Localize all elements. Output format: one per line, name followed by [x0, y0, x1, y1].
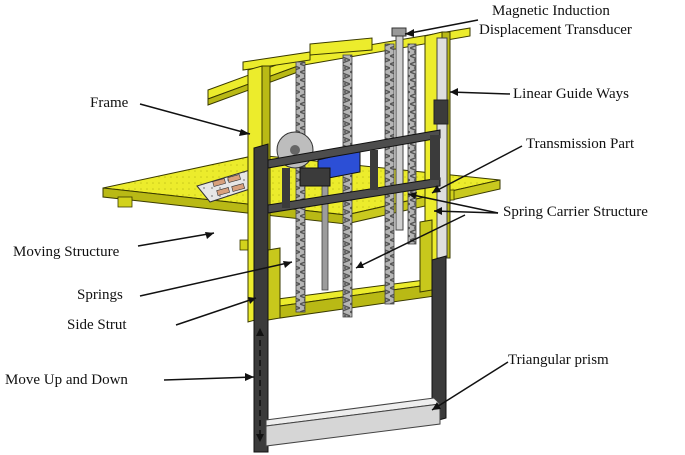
side-strut — [253, 143, 447, 453]
leader-frame — [139, 103, 251, 135]
displacement-transducer — [391, 27, 407, 231]
leader-springs-b — [355, 214, 466, 269]
triangular-prism — [265, 397, 442, 447]
label-moving-structure: Moving Structure — [13, 244, 120, 260]
label-displacement-transducer: Displacement Transducer — [479, 22, 632, 38]
leader-moving-structure — [137, 232, 215, 247]
label-move-up-and-down: Move Up and Down — [5, 372, 128, 388]
leader-arrowheads — [205, 29, 458, 410]
label-side-strut: Side Strut — [67, 317, 127, 333]
label-springs: Springs — [77, 287, 123, 303]
label-frame: Frame — [90, 95, 129, 111]
spring-carrier-structure — [267, 129, 441, 214]
springs — [295, 43, 417, 318]
label-spring-carrier-structure: Spring Carrier Structure — [503, 204, 648, 220]
leader-spring-carrier-b — [433, 210, 499, 214]
leader-prism — [431, 361, 509, 411]
leader-side-strut — [175, 297, 257, 326]
leader-guide-ways — [449, 91, 511, 95]
leader-springs-a — [139, 261, 293, 297]
label-linear-guide-ways: Linear Guide Ways — [513, 86, 629, 102]
leader-move-up-down — [163, 376, 255, 381]
leader-transmission — [431, 145, 523, 194]
leader-transducer — [404, 19, 479, 35]
label-magnetic-induction: Magnetic Induction — [492, 3, 610, 19]
leader-spring-carrier-a — [407, 193, 499, 214]
leader-lines — [137, 19, 523, 411]
label-transmission-part: Transmission Part — [526, 136, 635, 152]
label-triangular-prism: Triangular prism — [508, 352, 609, 368]
